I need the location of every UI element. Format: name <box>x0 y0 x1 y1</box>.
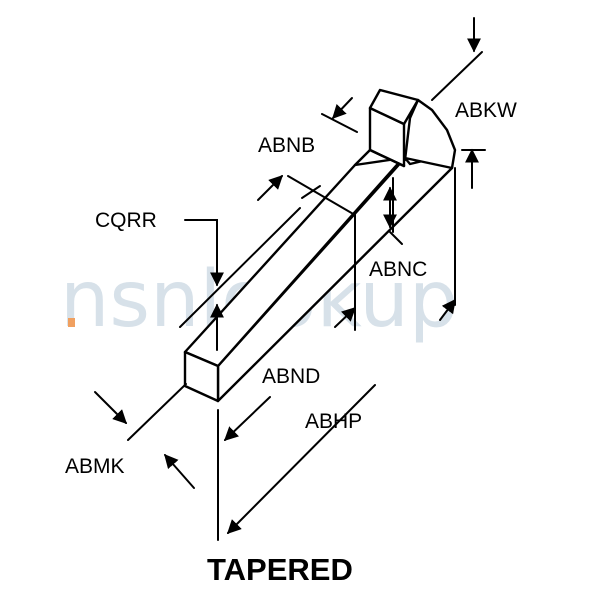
label-cqrr: CQRR <box>95 209 157 232</box>
labels: ABKW ABNB CQRR ABNC ABND ABHP ABMK TAPER… <box>65 99 517 587</box>
label-abnd: ABND <box>262 365 320 388</box>
abnb-extension-line <box>287 175 356 216</box>
abmk-ext <box>127 383 187 441</box>
label-abnc: ABNC <box>369 258 427 281</box>
dimensions <box>94 17 486 541</box>
abhp-arrow-upper <box>439 298 456 321</box>
abmk-arrow-lower <box>164 453 195 489</box>
label-abnb: ABNB <box>258 134 315 157</box>
abmk-arrow-upper <box>94 391 127 424</box>
gib-head-top <box>368 88 420 126</box>
abnd-arrow-lower <box>223 396 271 441</box>
body-ridge-line-2 <box>301 185 321 199</box>
gib-head-side <box>403 98 457 170</box>
label-abmk: ABMK <box>65 455 125 478</box>
head-step-edge <box>353 148 406 168</box>
label-abkw: ABKW <box>455 99 517 122</box>
key-body <box>179 88 457 403</box>
cqrr-leader <box>184 219 224 287</box>
watermark-dot <box>68 318 75 327</box>
label-abhp: ABHP <box>305 410 362 433</box>
abnb-arrow-lower <box>257 175 283 201</box>
abnd-arrow-upper <box>334 307 357 328</box>
abhp-arrow-lower <box>227 384 376 534</box>
abnb-arrow-upper <box>332 97 353 120</box>
abnb-ext <box>321 113 358 133</box>
body-ridge-line <box>179 207 301 328</box>
caption-tapered: TAPERED <box>207 552 353 587</box>
abnc-leader <box>389 231 403 245</box>
abkw-leader <box>431 51 483 101</box>
key-end-face <box>183 350 220 403</box>
